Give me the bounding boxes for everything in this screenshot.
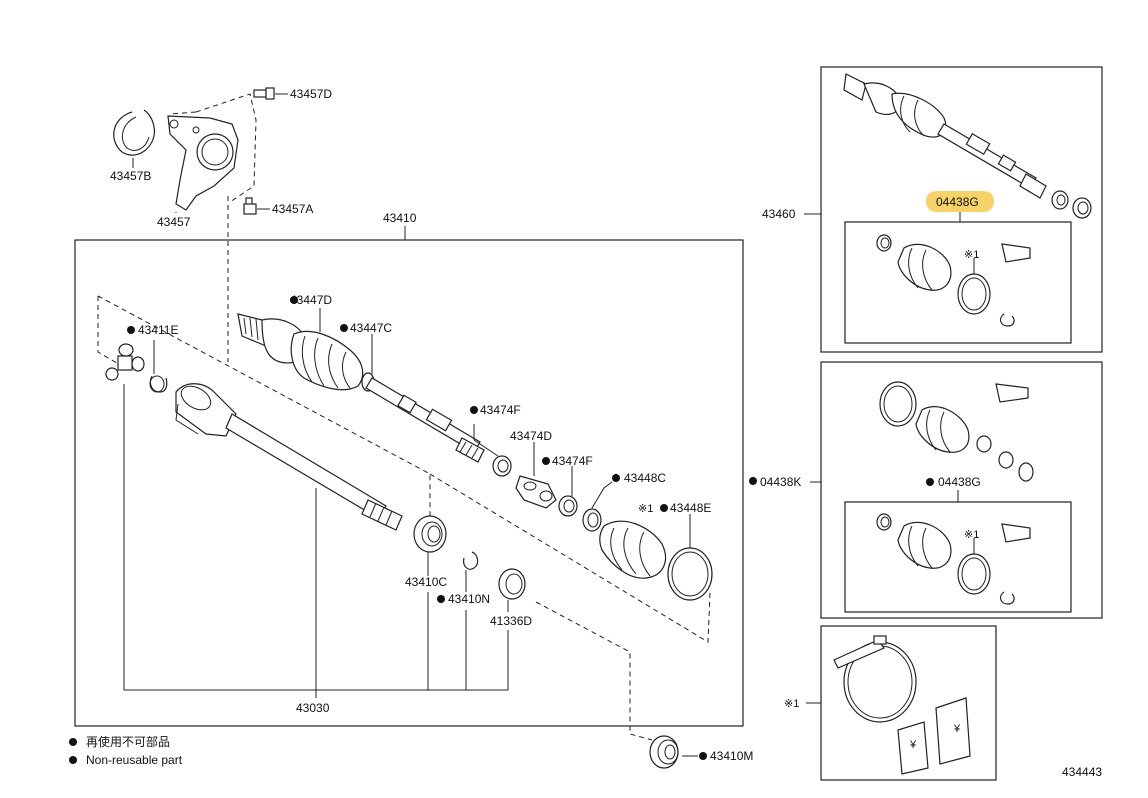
legend: 再使用不可部品 Non-reusable part [69,734,183,767]
shaft-assembly-43460[interactable] [843,73,1092,219]
bracket-43457-group: 43457B 43457 43457D 43457A [110,87,332,229]
label-43474f-b[interactable]: 43474F [552,454,593,468]
label-43457b[interactable]: 43457B [110,169,151,183]
bolt-43457a[interactable] [243,197,257,215]
figure-id: 434443 [1062,765,1102,779]
clamp-band-kit[interactable]: ¥ ¥ [833,635,971,775]
snap-ring-43410n[interactable] [463,551,479,570]
outer-cv-joint-group: 43447D 43447C [237,293,485,463]
boot-kit-04438g-mid [844,501,1072,613]
drive-shaft-43030[interactable] [225,413,387,519]
label-43410[interactable]: 43410 [383,211,417,225]
boot-kit-top-parts[interactable] [876,234,1031,327]
label-43448e[interactable]: 43448E [670,501,711,515]
clamp-43448e[interactable] [667,547,713,601]
label-43410n[interactable]: 43410N [448,592,490,606]
boot-kit-mid-parts[interactable] [876,513,1031,605]
ring-43474f-a[interactable] [492,455,512,477]
label-43457[interactable]: 43457 [157,215,191,229]
inner-joint-group: 43411E 43410C 43410N 41336D [97,295,713,741]
label-43411e[interactable]: 43411E [138,323,178,337]
label-43474d[interactable]: 43474D [510,429,552,443]
label-43447d[interactable]: 43447D [290,293,332,307]
label-43030[interactable]: 43030 [296,701,330,715]
boot-kit-04438g-top [844,221,1072,344]
tripod-43474d[interactable] [515,475,557,509]
inner-joint-housing[interactable] [175,383,237,437]
legend-non-reusable-en: Non-reusable part [86,753,183,767]
clamp-43448c[interactable] [582,508,602,532]
legend-non-reusable-jp: 再使用不可部品 [86,734,170,749]
label-04438g-mid[interactable]: 04438G [938,475,981,489]
label-43457d[interactable]: 43457D [290,87,332,101]
label-43457a[interactable]: 43457A [272,202,313,216]
oil-seal-41336d[interactable] [498,568,526,600]
label-43410c[interactable]: 43410C [405,575,447,589]
ref1-label-a: ※1 [638,503,653,515]
tripod-joint[interactable] [105,343,145,381]
ring-43474f-b[interactable] [558,495,578,517]
svg-text:¥: ¥ [953,723,961,735]
bolt-43457d[interactable] [253,87,275,100]
inner-boot[interactable] [599,520,667,579]
label-43410m[interactable]: 43410M [710,749,753,763]
ref1-label-b: ※1 [964,249,979,261]
assembly-43410-frame [74,239,744,727]
label-04438k[interactable]: 04438K [760,475,801,489]
label-04438g-top[interactable]: 04438G [936,195,979,209]
assembly-43460-frame [820,66,1103,353]
bearing-43410m[interactable] [649,735,679,769]
ref1-label-c: ※1 [964,529,979,541]
label-41336d[interactable]: 41336D [490,614,532,628]
label-43448c[interactable]: 43448C [624,471,666,485]
kit-04438k-frame [820,361,1103,619]
label-43474f-a[interactable]: 43474F [480,403,521,417]
boot-43447d[interactable] [290,330,364,391]
snap-ring-43457b[interactable] [113,109,155,156]
bearing-43410c[interactable] [413,515,447,553]
label-43447c[interactable]: 43447C [350,321,392,335]
highlight-04438g [926,191,994,212]
ref1-label-d: ※1 [784,698,799,710]
kit-04438k-parts[interactable] [879,381,1034,482]
svg-text:¥: ¥ [909,739,917,751]
label-43460[interactable]: 43460 [762,207,796,221]
